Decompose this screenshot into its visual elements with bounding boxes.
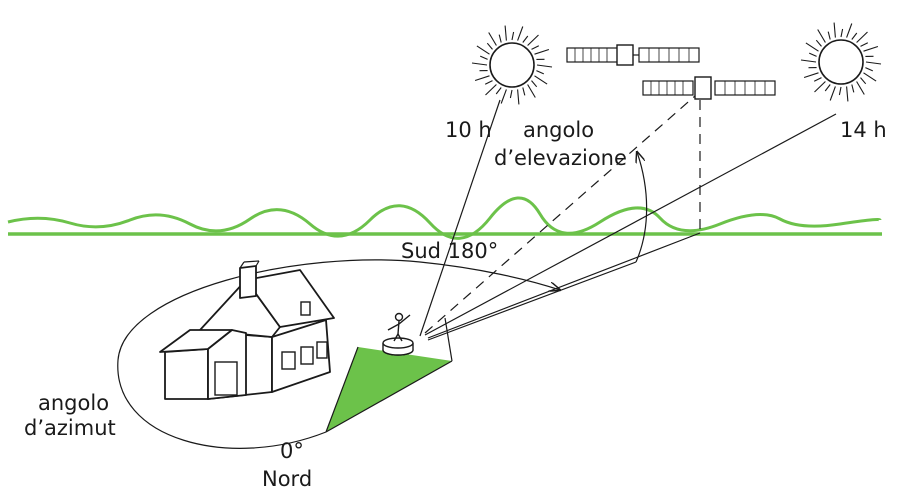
- label-time-right: 14 h: [840, 118, 887, 142]
- label-elevation-1: angolo: [523, 118, 594, 142]
- label-north: Nord: [262, 467, 312, 491]
- ground-sector: [326, 347, 452, 432]
- ray-horizontal: [427, 232, 701, 339]
- solar-panel-icon: [382, 337, 414, 356]
- label-azimuth-2: d’azimut: [24, 416, 116, 440]
- house-icon: [159, 260, 335, 400]
- label-time-left: 10 h: [445, 118, 492, 142]
- label-south: Sud 180°: [401, 239, 498, 263]
- sun-icon: [800, 22, 882, 102]
- label-elevation-2: d’elevazione: [494, 146, 627, 170]
- ray-14h: [424, 113, 837, 336]
- azimuth-arc: [117, 259, 560, 449]
- person-icon: [387, 312, 411, 342]
- ray-10h: [419, 99, 501, 337]
- ray-satellite: [424, 95, 696, 334]
- label-azimuth-1: angolo: [38, 391, 109, 415]
- elevation-arc: [636, 152, 648, 263]
- satellite-icon: [566, 44, 700, 66]
- horizon-hills: [7, 196, 882, 240]
- label-zero: 0°: [280, 439, 304, 463]
- sun-icon: [471, 25, 553, 105]
- satellite-icon: [642, 76, 776, 100]
